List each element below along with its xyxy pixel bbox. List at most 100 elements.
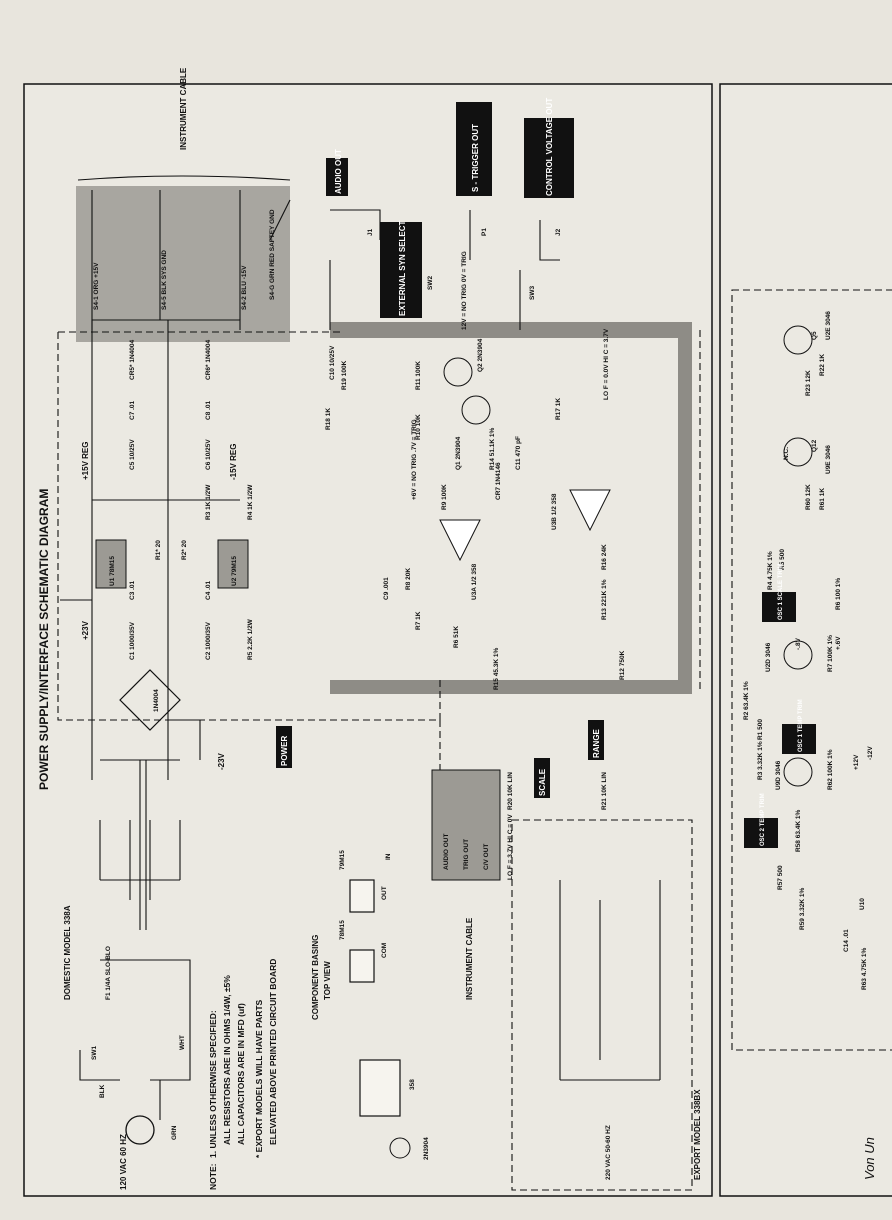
u2-regulator — [217, 539, 249, 589]
regulated-outputs: +15V REG -15V REG C5 10/25V C6 10/25V C7… — [81, 319, 241, 501]
handwritten-note: Von Un — [862, 1137, 877, 1180]
regulators: U1 78M15 U2 79M15 R1* 20 R2* 20 R3 1K 1/… — [95, 484, 254, 660]
svg-text:R58 63.4K 1%: R58 63.4K 1% — [795, 810, 802, 852]
svg-text:R17 1K: R17 1K — [555, 398, 562, 420]
svg-text:AUDIO OUT: AUDIO OUT — [443, 834, 450, 871]
mains-input: 120 VAC 60 HZ BLK WHT GRN SW1 F1 1/4A SL… — [79, 946, 191, 1190]
svg-text:C14 .01: C14 .01 — [843, 929, 850, 952]
svg-text:R22 1K: R22 1K — [819, 354, 826, 376]
svg-text:120 VAC 60 HZ: 120 VAC 60 HZ — [119, 1134, 128, 1190]
svg-text:U2 79M15: U2 79M15 — [231, 556, 238, 586]
79m15-package — [349, 879, 375, 913]
svg-text:R57 500: R57 500 — [777, 865, 784, 890]
svg-text:R4 4.75K 1%: R4 4.75K 1% — [767, 551, 774, 590]
svg-text:C4 .01: C4 .01 — [205, 580, 212, 600]
svg-text:RANGE: RANGE — [592, 728, 601, 758]
svg-text:Q12: Q12 — [811, 439, 818, 452]
svg-text:P1: P1 — [481, 228, 488, 236]
svg-text:C8 .01: C8 .01 — [205, 400, 212, 420]
svg-text:79M15: 79M15 — [339, 850, 346, 870]
svg-text:1N4004: 1N4004 — [153, 689, 160, 712]
svg-text:TRIG OUT: TRIG OUT — [463, 839, 470, 870]
svg-text:+15V REG: +15V REG — [81, 442, 90, 480]
pcb-boundary — [57, 331, 441, 721]
scale-pot: R20 10K LIN SCALE — [507, 758, 550, 810]
svg-text:R5 2.2K 1/2W: R5 2.2K 1/2W — [247, 618, 254, 660]
svg-text:CR6* 1N4004: CR6* 1N4004 — [205, 340, 212, 380]
right-panel-parts: Q5 U2E 3046 R22 1K R23 12K Q12 U9E 3046 … — [743, 311, 874, 990]
svg-text:R63 4.75K 1%: R63 4.75K 1% — [861, 948, 868, 990]
svg-text:R6 51K: R6 51K — [453, 626, 460, 648]
schematic-title: POWER SUPPLY/INTERFACE SCHEMATIC DIAGRAM — [37, 489, 51, 790]
svg-text:C9 .001: C9 .001 — [383, 577, 390, 600]
external-syn-select-tag: EXTERNAL SYN SELECT — [380, 220, 422, 318]
svg-text:C6 10/25V: C6 10/25V — [205, 439, 212, 470]
svg-text:U2E 3046: U2E 3046 — [825, 311, 832, 340]
svg-text:R60 12K: R60 12K — [805, 484, 812, 510]
svg-text:R7 100K 1%: R7 100K 1% — [827, 635, 834, 672]
svg-text:SCALE: SCALE — [538, 768, 547, 796]
svg-text:R12 750K: R12 750K — [619, 650, 626, 680]
svg-text:ELEVATED ABOVE PRINTED CIRCUIT: ELEVATED ABOVE PRINTED CIRCUIT BOARD — [268, 959, 278, 1145]
svg-text:C11 470 pF: C11 470 pF — [515, 436, 522, 470]
power-indicator: POWER — [276, 726, 292, 768]
svg-text:U10: U10 — [859, 898, 866, 910]
svg-text:12V = NO TRIG 0V = TRIG: 12V = NO TRIG 0V = TRIG — [461, 251, 468, 330]
svg-text:OSC 1 TEMP TRIM: OSC 1 TEMP TRIM — [798, 699, 804, 752]
svg-text:R8 20K: R8 20K — [405, 568, 412, 590]
control-voltage-out-tag: CONTROL VOLTAGE OUT — [524, 98, 574, 198]
svg-text:LO F = 0.0V HI C = 3.7V: LO F = 0.0V HI C = 3.7V — [603, 328, 610, 400]
svg-text:R2* 20: R2* 20 — [181, 540, 188, 560]
svg-text:C1 1000/35V: C1 1000/35V — [129, 621, 136, 660]
u3a-opamp: U3A 1/2 358 — [439, 519, 481, 600]
svg-text:S4-5 BLK SYS GND: S4-5 BLK SYS GND — [161, 250, 168, 310]
svg-text:TOP VIEW: TOP VIEW — [323, 961, 332, 1000]
svg-text:IN: IN — [385, 853, 392, 860]
q3-transistor — [783, 640, 813, 670]
svg-text:+12V: +12V — [853, 754, 860, 770]
svg-text:+23V: +23V — [81, 620, 90, 640]
svg-text:+.6V: +.6V — [835, 636, 842, 650]
svg-text:1. UNLESS OTHERWISE SPECIFIED:: 1. UNLESS OTHERWISE SPECIFIED: — [208, 1010, 218, 1158]
right-oscillator-board — [731, 289, 892, 1051]
svg-text:OSC 2 TEMP TRIM: OSC 2 TEMP TRIM — [760, 793, 766, 846]
notes-block: NOTE: 1. UNLESS OTHERWISE SPECIFIED: ALL… — [208, 959, 278, 1190]
svg-text:2N3904: 2N3904 — [423, 1137, 430, 1160]
svg-text:-12V: -12V — [867, 746, 874, 760]
svg-text:AUDIO OUT: AUDIO OUT — [334, 149, 343, 194]
svg-text:COM: COM — [381, 943, 388, 958]
s-trigger-out-tag: S - TRIGGER OUT — [456, 102, 492, 196]
pcb-edge-shade-right — [678, 322, 692, 694]
svg-text:ALL CAPACITORS ARE IN MFD (uf): ALL CAPACITORS ARE IN MFD (uf) — [236, 1003, 246, 1145]
svg-text:R1 500: R1 500 — [757, 719, 764, 740]
svg-text:C3 .01: C3 .01 — [129, 580, 136, 600]
svg-text:R18 1K: R18 1K — [325, 408, 332, 430]
svg-text:CR7 1N4146: CR7 1N4146 — [495, 462, 502, 500]
svg-text:78M15: 78M15 — [339, 920, 346, 940]
svg-text:CONTROL VOLTAGE OUT: CONTROL VOLTAGE OUT — [545, 98, 554, 196]
svg-text:WHT: WHT — [179, 1035, 186, 1050]
svg-text:R61 1K: R61 1K — [819, 488, 826, 510]
svg-text:INSTRUMENT CABLE: INSTRUMENT CABLE — [465, 917, 474, 1000]
output-jacks: J1 P1 J2 SW2 12V = NO TRIG 0V = TRIG SW3 — [329, 209, 562, 330]
svg-text:R20 10K LIN: R20 10K LIN — [507, 772, 514, 810]
q2-transistor — [443, 357, 473, 387]
ic-358-package — [359, 1059, 401, 1117]
svg-text:U1 78M15: U1 78M15 — [109, 556, 116, 586]
svg-text:R4 1K 1/2W: R4 1K 1/2W — [247, 484, 254, 520]
svg-text:R2 63.4K 1%: R2 63.4K 1% — [743, 681, 750, 720]
svg-text:EXTERNAL SYN SELECT: EXTERNAL SYN SELECT — [398, 220, 407, 316]
svg-text:ALL RESISTORS ARE IN OHMS 1/4W: ALL RESISTORS ARE IN OHMS 1/4W, ±5% — [222, 975, 232, 1145]
svg-text:R10 10K: R10 10K — [415, 414, 422, 440]
svg-text:S4-2 BLU -15V: S4-2 BLU -15V — [241, 265, 248, 310]
svg-text:CR5* 1N4004: CR5* 1N4004 — [129, 340, 136, 380]
cable-block: AUDIO OUT TRIG OUT C/V OUT LO F = 3.7V H… — [431, 769, 514, 1000]
svg-text:C2 1000/35V: C2 1000/35V — [205, 621, 212, 660]
svg-text:SW3: SW3 — [529, 286, 536, 300]
svg-text:LO F = 3.7V HI C = 0V: LO F = 3.7V HI C = 0V — [507, 814, 514, 880]
q5-transistor — [783, 325, 813, 355]
export-model-label: EXPORT MODEL 338BX — [693, 1089, 702, 1180]
cable-shaded-area — [76, 186, 290, 342]
svg-text:R21 10K LIN: R21 10K LIN — [601, 772, 608, 810]
